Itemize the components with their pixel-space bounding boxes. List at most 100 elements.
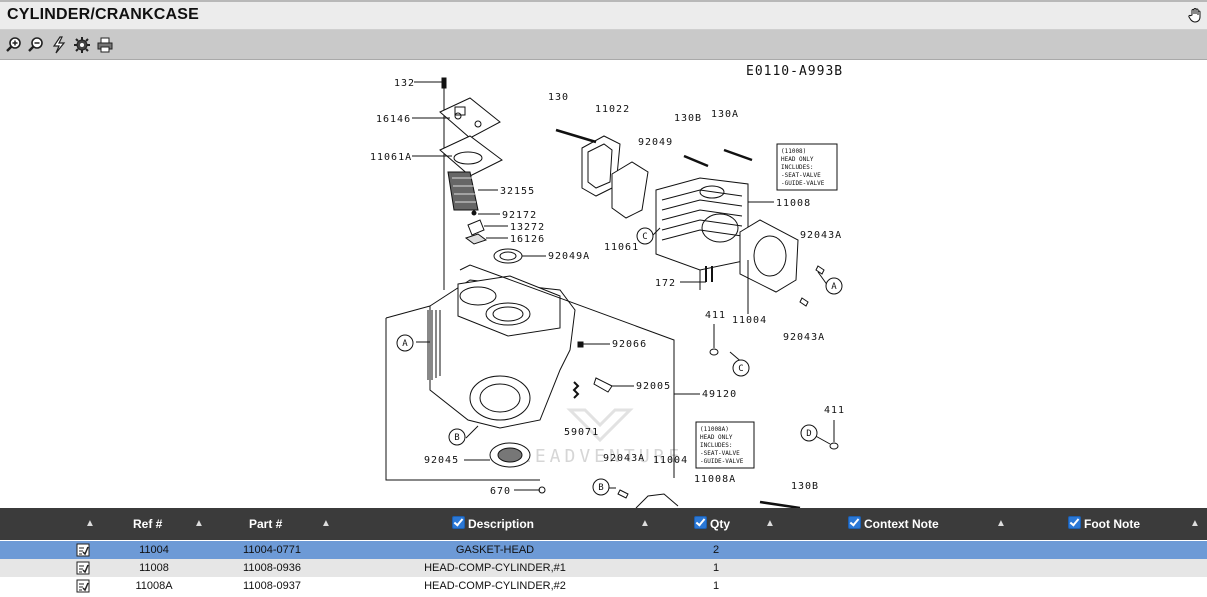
svg-text:(11008A): (11008A) [700,426,729,433]
part-label[interactable]: 92045 [424,455,459,466]
cell-description: HEAD-COMP-CYLINDER,#2 [424,580,566,592]
part-label[interactable]: 411 [705,310,726,321]
sort-arrows-icon[interactable]: ▲︎ [85,518,95,529]
note-box-11008a: (11008A) HEAD ONLY INCLUDES: -SEAT-VALVE… [695,421,755,469]
part-label[interactable]: 411 [824,405,845,416]
callout-label: D [806,429,811,439]
column-header-description[interactable]: Description [452,508,534,540]
svg-text:-SEAT-VALVE: -SEAT-VALVE [781,172,821,179]
cell-part: 11004-0771 [243,544,301,556]
diagram-code: E0110-A993B [746,64,843,79]
column-header-part[interactable]: Part # [249,517,283,531]
part-label[interactable]: 32155 [500,186,535,197]
part-label[interactable]: 11008A [694,474,736,485]
watermark-logo [566,408,634,443]
column-header-context-note[interactable]: Context Note [848,508,939,540]
pan-hand-icon[interactable] [1187,7,1203,23]
sort-arrows-icon[interactable]: ▲︎ [996,518,1006,529]
column-label: Context Note [864,517,939,531]
part-label[interactable]: 16126 [510,234,545,245]
svg-text:-GUIDE-VALVE: -GUIDE-VALVE [781,180,825,187]
zoom-out-icon[interactable] [27,36,45,54]
context-note-column-checkbox[interactable] [848,516,861,529]
sort-arrows-icon[interactable]: ▲︎ [1190,518,1200,529]
part-label[interactable]: 130B [674,113,702,124]
qty-column-checkbox[interactable] [694,516,707,529]
part-label[interactable]: 92049A [548,251,590,262]
cell-description: GASKET-HEAD [455,544,535,556]
page-title: CYLINDER/CRANKCASE [7,6,200,23]
exploded-parts-diagram[interactable]: LEADVENTURE E0110-A993B [0,60,1207,508]
part-label[interactable]: 11022 [595,104,630,115]
table-row[interactable]: 11004 11004-0771 GASKET-HEAD 2 [0,541,1207,559]
column-label: Description [468,517,535,531]
column-header-qty[interactable]: Qty [694,508,730,540]
part-label[interactable]: 130B [791,481,819,492]
callout-label: C [738,364,743,374]
svg-text:INCLUDES:: INCLUDES: [781,164,814,171]
part-label[interactable]: 92043A [783,332,825,343]
part-label[interactable]: 92172 [502,210,537,221]
column-label: Qty [710,517,731,531]
add-to-list-icon[interactable] [76,543,90,557]
part-label[interactable]: 92043A [603,453,645,464]
part-label[interactable]: 11061A [370,152,412,163]
highlight-icon[interactable] [50,36,68,54]
callout-label: B [454,433,459,443]
foot-note-column-checkbox[interactable] [1068,516,1081,529]
part-label[interactable]: 11004 [732,315,767,326]
sort-arrows-icon[interactable]: ▲︎ [765,518,775,529]
part-label[interactable]: 11061 [604,242,639,253]
svg-text:HEAD ONLY: HEAD ONLY [700,434,733,441]
callout-label: B [598,483,603,493]
column-header-foot-note[interactable]: Foot Note [1068,508,1140,540]
part-label[interactable]: 11004 [653,455,688,466]
settings-icon[interactable] [73,36,91,54]
description-column-checkbox[interactable] [452,516,465,529]
cell-part: 11008-0937 [243,580,301,592]
svg-text:HEAD ONLY: HEAD ONLY [781,156,814,163]
part-label[interactable]: 670 [490,486,511,497]
watermark-text: LEADVENTURE [520,446,683,467]
part-label[interactable]: 49120 [702,389,737,400]
table-row[interactable]: 11008 11008-0936 HEAD-COMP-CYLINDER,#1 1 [0,559,1207,577]
sort-arrows-icon[interactable]: ▲︎ [640,518,650,529]
zoom-in-icon[interactable] [5,36,23,54]
cell-qty: 2 [712,544,720,556]
sort-arrows-icon[interactable]: ▲︎ [194,518,204,529]
column-label: Foot Note [1084,517,1140,531]
part-label[interactable]: 16146 [376,114,411,125]
callout-label: A [831,282,837,292]
cell-ref: 11008A [135,580,173,592]
print-icon[interactable] [96,36,114,54]
part-label[interactable]: 92066 [612,339,647,350]
note-box-11008: (11008) HEAD ONLY INCLUDES: -SEAT-VALVE … [776,143,838,191]
callout-label: A [402,339,408,349]
part-label[interactable]: 59071 [564,427,599,438]
cell-ref: 11008 [139,562,169,574]
parts-drawing: LEADVENTURE E0110-A993B [370,64,845,508]
part-label[interactable]: 11008 [776,198,811,209]
sort-arrows-icon[interactable]: ▲︎ [321,518,331,529]
callout-label: C [642,232,647,242]
cell-qty: 1 [712,562,720,574]
add-to-list-icon[interactable] [76,561,90,575]
table-header: ▲︎ Ref # ▲︎ Part # ▲︎ Description ▲︎ Qty… [0,508,1207,540]
parts-table: ▲︎ Ref # ▲︎ Part # ▲︎ Description ▲︎ Qty… [0,508,1207,597]
part-label[interactable]: 172 [655,278,676,289]
add-to-list-icon[interactable] [76,579,90,593]
part-label[interactable]: 130A [711,109,739,120]
part-label[interactable]: 130 [548,92,569,103]
part-label[interactable]: 92049 [638,137,673,148]
diagram-toolbar [0,30,1207,60]
part-label[interactable]: 13272 [510,222,545,233]
part-label[interactable]: 132 [394,78,415,89]
column-header-ref[interactable]: Ref # [133,517,163,531]
svg-text:-GUIDE-VALVE: -GUIDE-VALVE [700,458,744,465]
part-label[interactable]: 92005 [636,381,671,392]
part-label[interactable]: 92043A [800,230,842,241]
title-bar: CYLINDER/CRANKCASE [0,0,1207,30]
table-row[interactable]: 11008A 11008-0937 HEAD-COMP-CYLINDER,#2 … [0,577,1207,595]
cell-ref: 11004 [139,544,169,556]
cell-part: 11008-0936 [243,562,301,574]
